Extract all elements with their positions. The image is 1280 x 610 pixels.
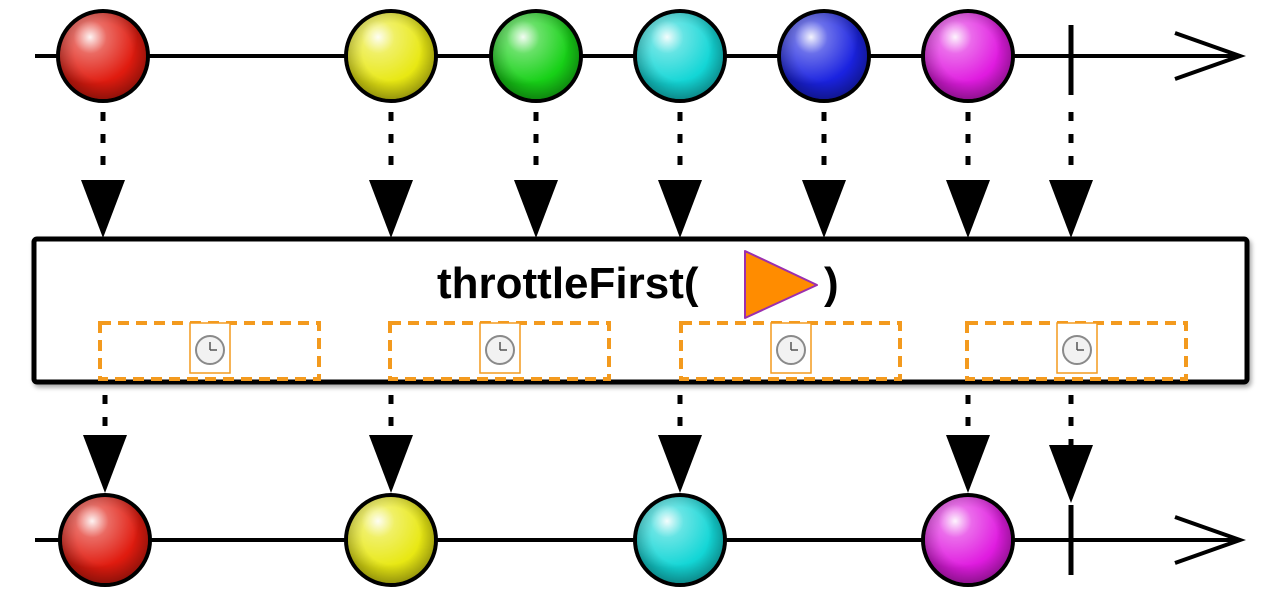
output-marble-yellow <box>344 493 438 587</box>
input-arrow <box>81 112 125 238</box>
input-marble-cyan <box>633 9 727 103</box>
clock-icon <box>479 322 521 374</box>
input-marble-green <box>489 9 583 103</box>
input-marble-magenta <box>921 9 1015 103</box>
output-timeline-arrowhead <box>1174 515 1246 565</box>
input-marble-blue <box>777 9 871 103</box>
input-arrow <box>514 112 558 238</box>
input-arrow <box>658 112 702 238</box>
clock-icon <box>1056 322 1098 374</box>
completion-arrow <box>1049 112 1093 238</box>
input-marbles <box>56 9 1015 103</box>
upper-arrows <box>81 112 1093 238</box>
output-marble-magenta <box>921 493 1015 587</box>
clock-icon <box>770 322 812 374</box>
operator-label: throttleFirst( <box>437 259 699 308</box>
output-arrow <box>83 395 127 493</box>
throttle-window <box>388 321 611 381</box>
throttle-window <box>965 321 1188 381</box>
input-timeline-arrowhead <box>1174 31 1246 81</box>
operator-box <box>31 236 1250 385</box>
output-marbles <box>58 493 1015 587</box>
output-arrow <box>369 395 413 493</box>
output-marble-red <box>58 493 152 587</box>
lower-arrows <box>83 395 1093 503</box>
input-arrow <box>369 112 413 238</box>
input-arrow <box>802 112 846 238</box>
input-marble-yellow <box>344 9 438 103</box>
throttle-window <box>98 321 321 381</box>
orange-triangle-icon <box>744 250 818 319</box>
output-arrow <box>658 395 702 493</box>
operator-close-paren: ) <box>824 259 839 308</box>
input-marble-red <box>56 9 150 103</box>
output-arrow <box>946 395 990 493</box>
input-arrow <box>946 112 990 238</box>
clock-icon <box>189 322 231 374</box>
throttle-window <box>679 321 902 381</box>
completion-arrow <box>1049 395 1093 503</box>
throttle-windows <box>98 321 1188 381</box>
output-marble-cyan <box>633 493 727 587</box>
operator-name: throttleFirst( <box>437 259 699 308</box>
